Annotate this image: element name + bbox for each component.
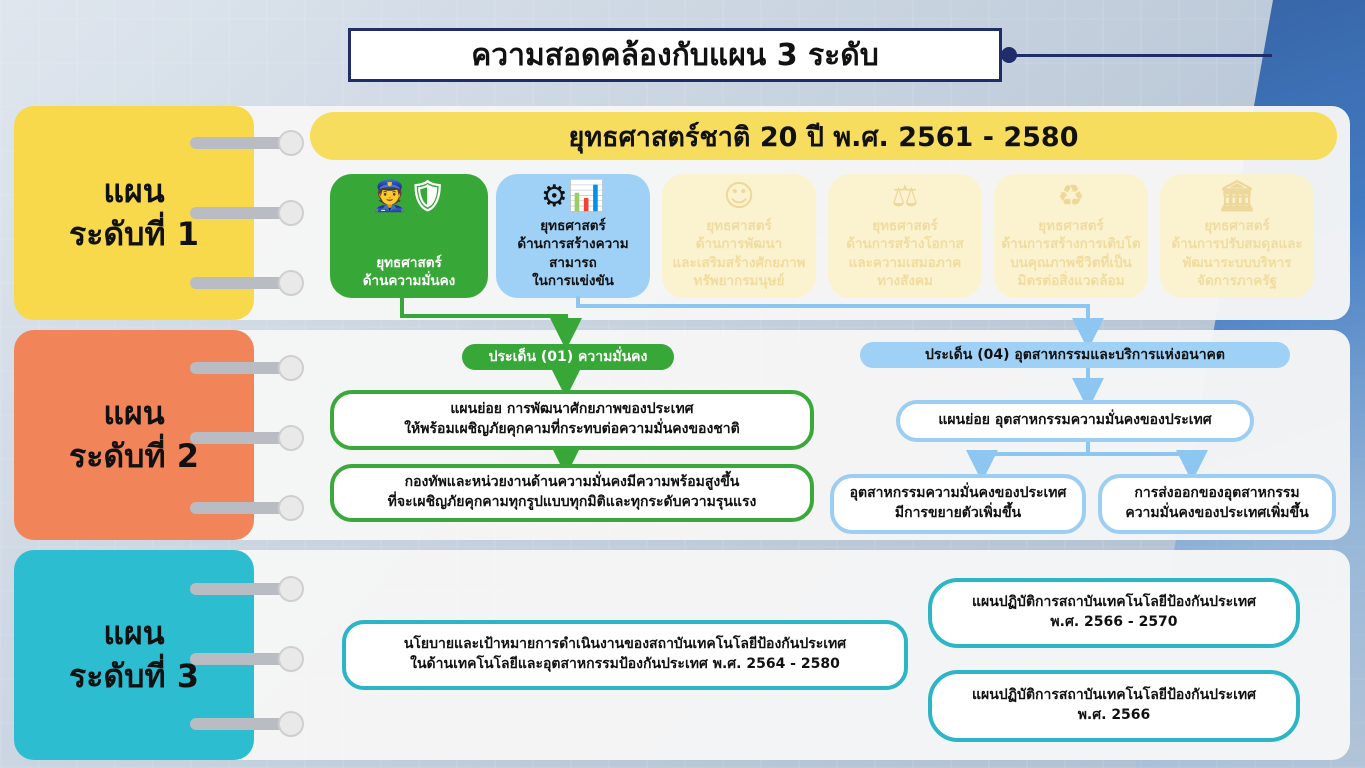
page-title: ความสอดคล้องกับแผน 3 ระดับ (348, 28, 1002, 82)
green-arrow (400, 296, 582, 350)
strategy-card-text: ยุทธศาสตร์ ด้านการปรับสมดุลและ พัฒนาระบบ… (1171, 218, 1303, 289)
blue-arrow (966, 440, 1090, 482)
strategy-card-text: ยุทธศาสตร์ ด้านการสร้างการเติบโต บนคุณภา… (1001, 218, 1141, 289)
level-3-label-line2: ระดับที่ 3 (69, 657, 199, 695)
government-icon: 🏛 (1217, 179, 1257, 214)
eco-hands-icon: ♻ (1057, 179, 1085, 214)
green-sub-plan-text: แผนย่อย การพัฒนาศักยภาพของประเทศ ให้พร้อ… (404, 401, 740, 437)
action-plan-text-2: แผนปฏิบัติการสถาบันเทคโนโลยีป้องกันประเท… (971, 687, 1257, 723)
action-plan-box-1: แผนปฏิบัติการสถาบันเทคโนโลยีป้องกันประเท… (928, 578, 1300, 648)
level-1-label-line1: แผน (103, 171, 165, 210)
national-strategy-banner: ยุทธศาสตร์ชาติ 20 ปี พ.ศ. 2561 - 2580 (310, 112, 1337, 160)
scales-icon: ⚖ (891, 179, 919, 214)
binder-pin (190, 362, 290, 374)
strategy-card-social-equality: ⚖ ยุทธศาสตร์ ด้านการสร้างโอกาส และความเส… (828, 174, 982, 298)
binder-pin (190, 277, 290, 289)
strategy-card-security: 👮🛡 ยุทธศาสตร์ ด้านความมั่นคง (330, 174, 488, 298)
title-connector-dot (1001, 47, 1017, 63)
blue-sub-plan-box: แผนย่อย อุตสาหกรรมความมั่นคงของประเทศ (896, 400, 1254, 442)
binder-pin (190, 653, 290, 665)
soldiers-icon: 👮🛡 (371, 179, 447, 214)
strategy-card-public-admin: 🏛 ยุทธศาสตร์ ด้านการปรับสมดุลและ พัฒนาระ… (1160, 174, 1314, 298)
blue-arrow (1086, 450, 1208, 482)
binder-hole (278, 200, 304, 226)
policy-box: นโยบายและเป้าหมายการดำเนินงานของสถาบันเท… (342, 620, 908, 690)
green-target-text: กองทัพและหน่วยงานด้านความมั่นคงมีความพร้… (387, 474, 757, 510)
gear-chart-icon: ⚙📊 (540, 179, 606, 214)
strategy-card-text: ยุทธศาสตร์ ด้านการสร้างโอกาส และความเสมอ… (846, 218, 964, 289)
binder-pin (190, 137, 290, 149)
policy-text: นโยบายและเป้าหมายการดำเนินงานของสถาบันเท… (403, 636, 847, 672)
green-sub-plan-box: แผนย่อย การพัฒนาศักยภาพของประเทศ ให้พร้อ… (330, 390, 814, 450)
blue-target-box-1: อุตสาหกรรมความมั่นคงของประเทศ มีการขยายต… (830, 474, 1086, 534)
blue-target-box-2: การส่งออกของอุตสาหกรรม ความมั่นคงของประเ… (1098, 474, 1336, 534)
strategy-card-competitiveness: ⚙📊 ยุทธศาสตร์ ด้านการสร้างความสามารถ ในก… (496, 174, 650, 298)
action-plan-text-1: แผนปฏิบัติการสถาบันเทคโนโลยีป้องกันประเท… (971, 594, 1257, 630)
binder-pin (190, 432, 290, 444)
level-2-label-line1: แผน (103, 393, 165, 432)
binder-pin (190, 583, 290, 595)
blue-arrow (576, 296, 1104, 350)
binder-hole (278, 355, 304, 381)
strategy-card-human-resources: ☺ ยุทธศาสตร์ ด้านการพัฒนา และเสริมสร้างศ… (662, 174, 816, 298)
strategy-card-text: ยุทธศาสตร์ ด้านการสร้างความสามารถ ในการแ… (517, 218, 629, 289)
binder-hole (278, 711, 304, 737)
level-3-label-line1: แผน (103, 613, 165, 652)
binder-hole (278, 270, 304, 296)
people-growth-icon: ☺ (723, 179, 755, 214)
binder-hole (278, 646, 304, 672)
level-1-label-line2: ระดับที่ 1 (69, 215, 199, 253)
issue-04-pill: ประเด็น (04) อุตสาหกรรมและบริการแห่งอนาค… (860, 342, 1290, 368)
binder-pin (190, 502, 290, 514)
binder-pin (190, 207, 290, 219)
blue-sub-plan-text: แผนย่อย อุตสาหกรรมความมั่นคงของประเทศ (938, 412, 1212, 429)
binder-pin (190, 718, 290, 730)
title-connector-line (1002, 54, 1272, 57)
binder-hole (278, 495, 304, 521)
blue-target-text-1: อุตสาหกรรมความมั่นคงของประเทศ มีการขยายต… (849, 485, 1067, 521)
binder-hole (278, 425, 304, 451)
strategy-card-text: ยุทธศาสตร์ ด้านการพัฒนา และเสริมสร้างศัก… (672, 218, 806, 289)
issue-01-pill: ประเด็น (01) ความมั่นคง (462, 344, 674, 370)
binder-hole (278, 130, 304, 156)
green-target-box: กองทัพและหน่วยงานด้านความมั่นคงมีความพร้… (330, 464, 814, 522)
binder-hole (278, 576, 304, 602)
strategy-card-green-growth: ♻ ยุทธศาสตร์ ด้านการสร้างการเติบโต บนคุณ… (994, 174, 1148, 298)
action-plan-box-2: แผนปฏิบัติการสถาบันเทคโนโลยีป้องกันประเท… (928, 670, 1300, 742)
level-2-label-line2: ระดับที่ 2 (69, 437, 199, 475)
strategy-card-text: ยุทธศาสตร์ ด้านความมั่นคง (362, 254, 456, 289)
blue-target-text-2: การส่งออกของอุตสาหกรรม ความมั่นคงของประเ… (1125, 485, 1309, 521)
